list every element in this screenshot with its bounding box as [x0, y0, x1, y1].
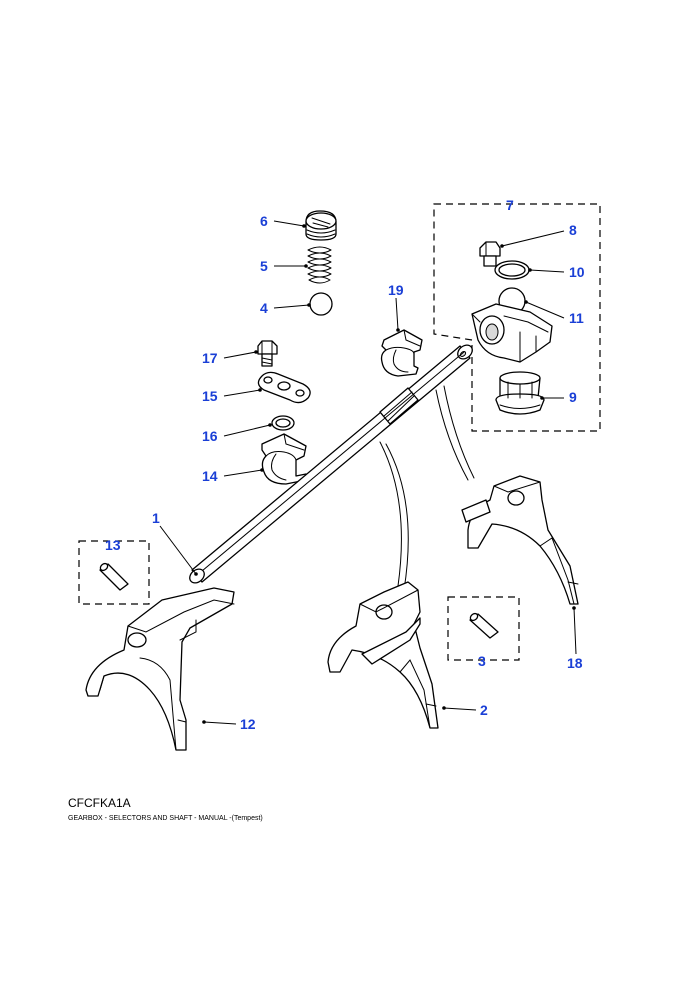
leader-lines [159, 220, 577, 725]
callout-15: 15 [202, 388, 218, 404]
plug-8-part [479, 241, 501, 267]
callout-1: 1 [152, 510, 160, 526]
slotted-plug-part [305, 210, 337, 241]
callout-12: 12 [240, 716, 256, 732]
roll-pin-3-part [469, 612, 499, 639]
selector-fork-2-part [327, 581, 439, 729]
diagram-code: CFCFKA1A [68, 796, 131, 810]
callout-3: 3 [478, 653, 486, 669]
selector-shaft-part [189, 344, 473, 584]
assembly-line-c [435, 389, 469, 481]
assembly-line-a [379, 441, 402, 587]
group-box-13 [78, 540, 150, 605]
group-box-7 [433, 203, 601, 432]
retaining-plate-part [257, 371, 311, 404]
callout-5: 5 [260, 258, 268, 274]
bush-part [495, 371, 545, 415]
callout-17: 17 [202, 350, 218, 366]
bolt-part [257, 340, 278, 367]
callout-13: 13 [105, 537, 121, 553]
diagram-caption: GEARBOX - SELECTORS AND SHAFT - MANUAL -… [68, 815, 263, 822]
callout-6: 6 [260, 213, 268, 229]
shaft-clamp-part [380, 329, 423, 377]
callout-16: 16 [202, 428, 218, 444]
callout-7: 7 [506, 197, 514, 213]
selector-fork-18-part [461, 475, 579, 605]
callout-19: 19 [388, 282, 404, 298]
callout-10: 10 [569, 264, 585, 280]
spring-part [307, 246, 332, 284]
callout-18: 18 [567, 655, 583, 671]
selector-housing-part [471, 287, 553, 363]
callout-9: 9 [569, 389, 577, 405]
o-ring-10-part [494, 260, 530, 280]
detent-ball-part [309, 292, 333, 316]
roll-pin-13-part [99, 562, 129, 591]
callout-4: 4 [260, 300, 268, 316]
clamp-part [261, 433, 307, 485]
selector-fork-12-part [85, 587, 235, 751]
assembly-line-b [385, 443, 409, 591]
o-ring-part [271, 415, 295, 431]
assembly-line-d [443, 385, 475, 479]
group-box-3 [447, 596, 520, 661]
callout-11: 11 [569, 310, 584, 326]
callout-14: 14 [202, 468, 218, 484]
callout-8: 8 [569, 222, 577, 238]
callout-2: 2 [480, 702, 488, 718]
